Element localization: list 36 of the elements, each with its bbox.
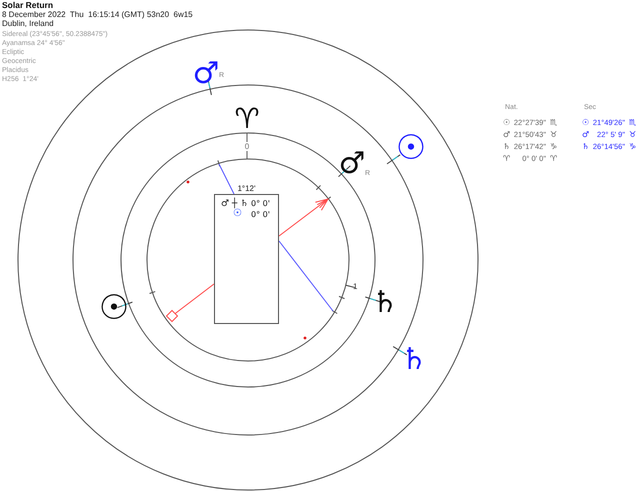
zodiac-sign-symbol: ♈ (503, 155, 510, 163)
diamond-marker (166, 310, 178, 322)
info-box (214, 194, 279, 324)
planet-symbol: ☉ (503, 119, 510, 127)
date-time-text: 8 December 2022 Thu 16:15:14 (GMT) 53n20 6w15 (2, 11, 193, 19)
planet-symbol: ♄ (503, 143, 510, 151)
planet-symbol: ♂ (338, 149, 366, 179)
chart-title: Solar Return (2, 1, 54, 10)
zodiac-sign-symbol: ♈ (550, 155, 558, 163)
planet-symbol: ☉ (582, 119, 590, 127)
degree-value: 0° 0' (251, 200, 270, 208)
planet-symbol: ♄ (400, 345, 428, 375)
planet-symbol: ☉ (396, 131, 426, 165)
zodiac-sign-symbol: ♉ (550, 131, 558, 139)
aspect-line (174, 284, 214, 314)
house-number: 0 (244, 143, 250, 151)
planet-symbol: ♂ (582, 131, 590, 139)
zodiac-sign-symbol: ♈ (234, 105, 260, 133)
degree-value: 0° 0' (251, 211, 270, 219)
planet-symbol: ☉ (98, 291, 130, 325)
planet-symbol: ♂ (192, 59, 220, 89)
planet-symbol: ♄ (582, 143, 590, 151)
zodiac-sign-symbol: ♑ (629, 143, 636, 151)
planet-symbol: ☉ (233, 209, 242, 219)
aspect-line (218, 164, 234, 194)
planet-symbol: ♂ (503, 131, 510, 139)
planet-symbol: ♄ (372, 288, 398, 318)
midpoint-symbols: ♂ ┼ ♄ (221, 200, 248, 209)
zodiac-sign-symbol: ♏ (629, 119, 636, 127)
zodiac-sign-symbol: ♏ (550, 119, 558, 127)
aspect-line (278, 240, 334, 312)
house-number: 1 (353, 283, 358, 291)
degree-value: 1°12' (237, 185, 256, 193)
zodiac-sign-symbol: ♑ (550, 143, 558, 151)
location-text: Dublin, Ireland (2, 20, 54, 28)
zodiac-sign-symbol: ♉ (629, 131, 636, 139)
